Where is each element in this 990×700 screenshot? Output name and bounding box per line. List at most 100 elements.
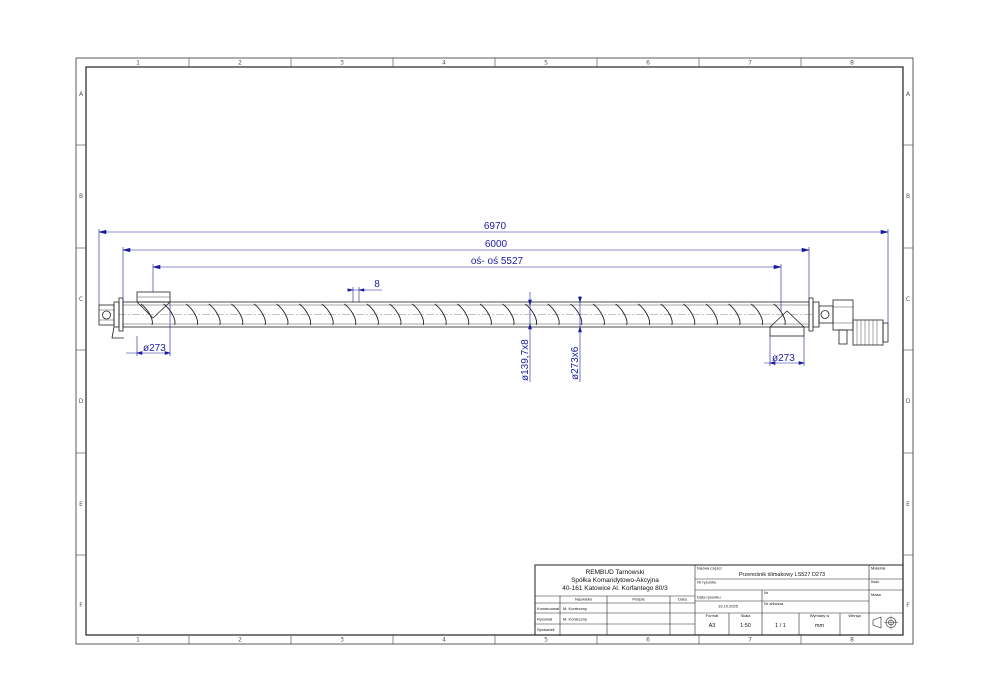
screw-flight	[637, 303, 651, 326]
zone-labels-left: A B C D E F	[79, 91, 84, 609]
zone-right-e: E	[906, 501, 910, 508]
zone-top-8: 8	[850, 60, 854, 67]
zone-top-4: 4	[442, 60, 446, 67]
signature-rows: Konstruował M. Konieczny Rysował M. Koni…	[537, 606, 587, 632]
part-name-label: Nazwa części	[697, 566, 722, 571]
zone-bottom-2: 2	[238, 637, 242, 644]
zone-top-1: 1	[136, 60, 140, 67]
row-role-checked: Sprawdził	[537, 627, 554, 632]
dim-tube-text: ø273x6	[570, 346, 581, 380]
format-value: A3	[709, 623, 716, 629]
row-role-designed: Konstruował	[537, 606, 559, 611]
left-bearing-circle	[102, 310, 111, 320]
gearbox-foot	[838, 329, 848, 345]
zone-top-7: 7	[748, 60, 752, 67]
screw-flight	[547, 303, 560, 326]
zone-top-3: 3	[340, 60, 344, 67]
screw-flight	[570, 303, 583, 326]
zone-bottom-6: 6	[646, 637, 650, 644]
screw-flight	[344, 303, 357, 326]
zone-labels-right: A B C D E F	[906, 91, 911, 609]
header-name: Nazwisko	[575, 597, 593, 602]
zone-bottom-4: 4	[442, 637, 446, 644]
zone-bottom-8: 8	[850, 637, 854, 644]
zone-top-5: 5	[544, 60, 548, 67]
screw-flight	[276, 303, 289, 326]
drawing-date: 19.10.2025	[718, 604, 739, 609]
screw-flight	[479, 303, 492, 326]
inner-frame	[85, 66, 904, 636]
screw-flight	[231, 303, 244, 326]
row-name-drawn: M. Konieczny	[563, 617, 587, 622]
outer-border	[75, 57, 914, 645]
screw-flight	[683, 303, 696, 326]
left-bearing-housing	[98, 304, 115, 326]
material-label: Materiał	[871, 566, 885, 571]
screw-flight	[389, 303, 402, 326]
zone-labels-top: 1 2 3 4 5 6 7 8	[136, 60, 854, 67]
screw-flight	[411, 303, 425, 326]
screw-flight	[728, 303, 741, 326]
outlet-chute	[769, 310, 805, 328]
left-support-foot	[111, 326, 124, 339]
units-value: mm	[815, 623, 825, 629]
zone-right-b: B	[906, 193, 910, 200]
zone-left-e: E	[79, 501, 83, 508]
screw-flights	[140, 303, 786, 326]
company-line2: Spółka Komandytowo-Akcyjna	[571, 577, 659, 584]
company-line3: 40-161 Katowice Al. Korfantego 80/3	[562, 585, 668, 592]
screw-flight	[163, 303, 176, 326]
drawing-info: Nazwa części Przenośnik ślimakowy LS527 …	[697, 566, 885, 630]
zone-top-2: 2	[238, 60, 242, 67]
company-line1: REMBUD Tarnowski	[586, 569, 645, 576]
screw-flight	[750, 303, 764, 326]
zone-left-d: D	[79, 398, 84, 405]
zone-top-6: 6	[646, 60, 650, 67]
screw-flight	[524, 303, 538, 326]
qty-label: Ilość	[871, 579, 879, 584]
electric-motor	[852, 319, 884, 346]
dim-pitch-text: 8	[374, 279, 380, 290]
zone-bottom-1: 1	[136, 637, 140, 644]
zone-left-a: A	[79, 91, 84, 98]
drawing-date-label: Data rysunku	[697, 595, 721, 600]
zone-labels-bottom: 1 2 3 4 5 6 7 8	[136, 637, 854, 644]
zone-right-d: D	[906, 398, 911, 405]
screw-flight	[253, 303, 266, 326]
header-date: Data	[678, 597, 687, 602]
title-block-lines	[534, 564, 904, 636]
screw-flight	[434, 303, 447, 326]
screw-flight	[366, 303, 379, 326]
screw-flight	[185, 303, 199, 326]
zone-right-c: C	[906, 296, 910, 303]
row-name-designed: M. Konieczny	[563, 606, 587, 611]
projection-cone	[872, 616, 882, 629]
screw-flight	[660, 303, 673, 326]
row-role-drawn: Rysował	[537, 617, 552, 622]
scale-label: Skala	[740, 613, 751, 618]
units-label: Wymiary w	[810, 613, 830, 618]
dimension-lines	[98, 229, 889, 382]
zone-left-b: B	[79, 193, 83, 200]
dim-outlet-text: ø273	[772, 353, 795, 364]
right-bearing-circle	[820, 310, 830, 319]
zone-bottom-3: 3	[340, 637, 344, 644]
dim-inlet-text: ø273	[143, 343, 166, 354]
zone-bottom-5: 5	[544, 637, 548, 644]
dim-overall-text: 6970	[484, 221, 507, 232]
outlet-flange	[769, 326, 805, 337]
sheet-value: 1 / 1	[775, 623, 786, 629]
signature-table-headers: Nazwisko Podpis Data	[575, 597, 688, 602]
zone-right-f: F	[906, 602, 910, 609]
mass-label: Masa	[871, 592, 882, 597]
screw-flight	[208, 303, 221, 326]
screw-flight	[615, 303, 628, 326]
sheet-label: Nr arkusza	[764, 601, 784, 606]
inlet-hopper	[136, 301, 171, 319]
screw-flight	[592, 303, 605, 326]
part-name: Przenośnik ślimakowy LS527 D273	[739, 572, 825, 578]
company-block: REMBUD Tarnowski Spółka Komandytowo-Akcy…	[562, 569, 668, 592]
zone-right-a: A	[906, 91, 911, 98]
screw-flight	[705, 303, 718, 326]
zone-bottom-7: 7	[748, 637, 752, 644]
